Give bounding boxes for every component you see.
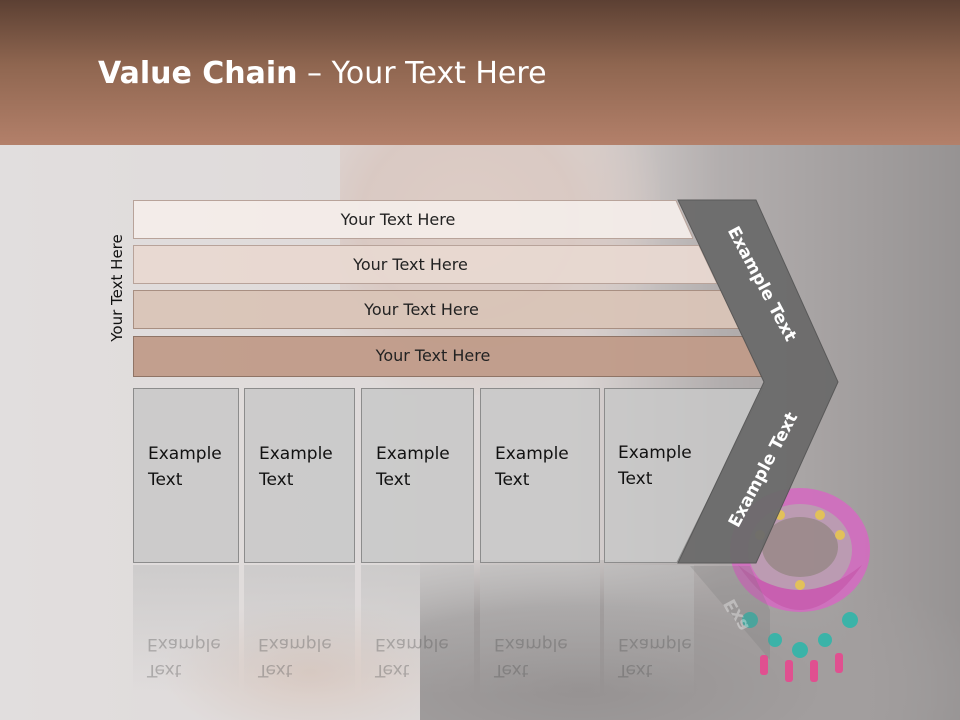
- support-bar-label: Your Text Here: [375, 345, 491, 365]
- reflection-line2: Text: [147, 660, 182, 680]
- reflection-line1: Example: [375, 634, 449, 654]
- box-text-line1: Example: [148, 444, 222, 464]
- vertical-label[interactable]: Your Text Here: [108, 234, 126, 342]
- box-text-line2: Text: [259, 470, 294, 490]
- reflection-line2: Text: [618, 660, 653, 680]
- box-text-line1: Example: [618, 443, 692, 463]
- box-text-line1: Example: [259, 444, 333, 464]
- reflection-2: Text Example: [244, 565, 355, 695]
- reflection-line2: Text: [494, 660, 529, 680]
- support-bar-4[interactable]: Your Text Here: [133, 336, 763, 377]
- slide-title-rest: – Your Text Here: [297, 56, 547, 91]
- primary-activity-5[interactable]: Example Text: [604, 388, 764, 563]
- reflection-line2: Text: [258, 660, 293, 680]
- support-bar-1[interactable]: Your Text Here: [133, 200, 693, 239]
- reflection-line1: Example: [147, 634, 221, 654]
- reflection-line1: Example: [618, 634, 692, 654]
- slide-title-bold: Value Chain: [98, 56, 298, 91]
- box-text-line2: Text: [495, 470, 530, 490]
- reflection-5: Text Example: [604, 565, 694, 695]
- slide-title[interactable]: Value Chain – Your Text Here: [98, 56, 547, 91]
- support-bar-label: Your Text Here: [364, 299, 479, 319]
- reflection-line1: Example: [258, 634, 332, 654]
- box-text-line2: Text: [618, 469, 653, 489]
- reflection-line1: Example: [494, 634, 568, 654]
- support-bar-shape: [133, 200, 693, 239]
- reflection-line2: Text: [375, 660, 410, 680]
- reflection-1: Text Example: [133, 565, 239, 695]
- box-text-line1: Example: [495, 444, 569, 464]
- support-bar-2[interactable]: Your Text Here: [133, 245, 718, 284]
- reflection-3: Text Example: [361, 565, 474, 695]
- support-bar-label: Your Text Here: [353, 254, 468, 274]
- support-bar-label: Your Text Here: [340, 209, 456, 229]
- support-bar-3[interactable]: Your Text Here: [133, 290, 740, 329]
- title-bar: [0, 0, 960, 145]
- box-text-line2: Text: [148, 470, 183, 490]
- reflection-4: Text Example: [480, 565, 600, 695]
- box-text-line2: Text: [376, 470, 411, 490]
- box-text-line1: Example: [376, 444, 450, 464]
